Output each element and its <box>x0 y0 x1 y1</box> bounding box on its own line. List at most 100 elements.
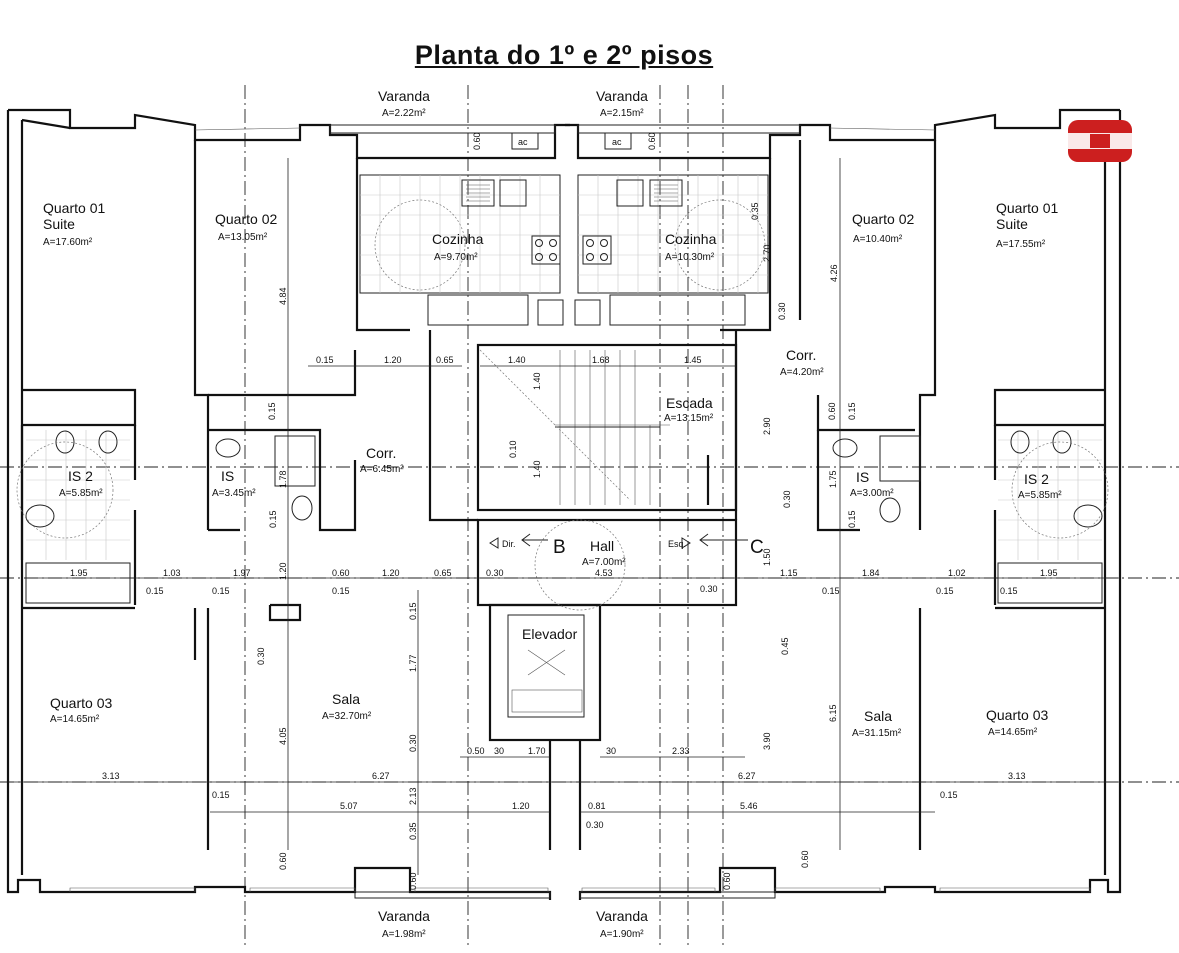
room-name-is2-l: IS 2 <box>68 468 93 484</box>
ac-label-right: ac <box>612 137 622 147</box>
ac-label-left: ac <box>518 137 528 147</box>
dim-text: 0.15 <box>212 790 230 800</box>
room-area-varanda-tl: A=2.22m² <box>382 108 426 119</box>
room-name-is-r: IS <box>856 469 869 485</box>
dim-text: 0.81 <box>588 801 606 811</box>
room-name-cozinha-l: Cozinha <box>432 231 484 247</box>
dim-text: 1.95 <box>70 568 88 578</box>
room-area-is-r: A=3.00m² <box>850 488 894 499</box>
room-name-sala-l: Sala <box>332 691 360 707</box>
dim-text: 2.90 <box>762 417 772 435</box>
dimension-lines <box>8 158 1120 875</box>
dim-text: 0.15 <box>212 586 230 596</box>
dim-text: 2.33 <box>672 746 690 756</box>
dim-text: 3.90 <box>762 732 772 750</box>
room-area-varanda-tr: A=2.15m² <box>600 108 644 119</box>
room-area-cozinha-l: A=9.70m² <box>434 252 478 263</box>
windows <box>69 127 1091 892</box>
dim-text: 0.15 <box>267 402 277 420</box>
dim-text: 0.60 <box>408 872 418 890</box>
dim-text: 0.65 <box>436 355 454 365</box>
direction-arrow-icons <box>489 537 691 549</box>
dim-text: 1.50 <box>762 548 772 566</box>
dim-text: 0.30 <box>700 584 718 594</box>
dim-text: 0.60 <box>278 852 288 870</box>
dim-text: 6.15 <box>828 704 838 722</box>
tile-grid <box>26 175 1102 560</box>
dim-text: 0.15 <box>268 510 278 528</box>
room-area-quarto02-l: A=13.05m² <box>218 232 268 243</box>
dim-text: 1.20 <box>278 562 288 580</box>
dim-text: 0.30 <box>408 734 418 752</box>
dim-text: 5.46 <box>740 801 758 811</box>
dim-text: 1.78 <box>278 470 288 488</box>
dim-text: 6.27 <box>372 771 390 781</box>
dim-text: 0.15 <box>847 402 857 420</box>
dim-text: 1.20 <box>384 355 402 365</box>
dim-text: 1.70 <box>528 746 546 756</box>
room-area-cozinha-r: A=10.30m² <box>665 252 715 263</box>
dim-text: 1.15 <box>780 568 798 578</box>
dir-label: Dir. <box>502 539 516 549</box>
brand-logo <box>1068 120 1132 162</box>
dim-text: 30 <box>494 746 504 756</box>
room-name-is-l: IS <box>221 468 234 484</box>
room-name-cozinha-r: Cozinha <box>665 231 717 247</box>
dim-text: 0.30 <box>486 568 504 578</box>
room-name-quarto03-r: Quarto 03 <box>986 707 1048 723</box>
dim-text: 0.65 <box>434 568 452 578</box>
room-name-corr-l: Corr. <box>366 445 396 461</box>
dim-text: 0.30 <box>586 820 604 830</box>
dim-text: 30 <box>606 746 616 756</box>
room-area-quarto03-l: A=14.65m² <box>50 714 100 725</box>
dim-text: 1.45 <box>684 355 702 365</box>
dim-text: 1.95 <box>1040 568 1058 578</box>
room-area-sala-r: A=31.15m² <box>852 728 902 739</box>
dim-text: 1.40 <box>532 372 542 390</box>
dim-text: 1.02 <box>948 568 966 578</box>
room-labels: Varanda A=2.22m² Varanda A=2.15m² Quarto… <box>43 88 1062 940</box>
dim-text: 0.45 <box>780 637 790 655</box>
room-area-varanda-br: A=1.90m² <box>600 929 644 940</box>
dimension-texts: 0.60 0.60 0.35 2.70 4.26 4.84 0.30 0.15 … <box>70 132 1058 890</box>
dim-text: 0.60 <box>722 872 732 890</box>
dim-text: 1.75 <box>828 470 838 488</box>
dim-text: 0.60 <box>647 132 657 150</box>
dim-text: 0.60 <box>332 568 350 578</box>
room-area-corr-l: A=6.45m² <box>360 464 404 475</box>
room-name-elevador: Elevador <box>522 626 578 642</box>
room-area-corr-r: A=4.20m² <box>780 367 824 378</box>
room-name-varanda-tl: Varanda <box>378 88 430 104</box>
room-name-quarto02-r: Quarto 02 <box>852 211 914 227</box>
dim-text: 0.10 <box>508 440 518 458</box>
room-name-varanda-br: Varanda <box>596 908 648 924</box>
dim-text: 0.50 <box>467 746 485 756</box>
room-name-varanda-bl: Varanda <box>378 908 430 924</box>
dim-text: 2.70 <box>762 244 772 262</box>
dim-text: 2.13 <box>408 787 418 805</box>
dim-text: 1.68 <box>592 355 610 365</box>
room-name-varanda-tr: Varanda <box>596 88 648 104</box>
room-sub-quarto01-r: Suite <box>996 216 1028 232</box>
dim-text: 0.30 <box>256 647 266 665</box>
room-area-varanda-bl: A=1.98m² <box>382 929 426 940</box>
dim-text: 0.15 <box>847 510 857 528</box>
room-area-sala-l: A=32.70m² <box>322 711 372 722</box>
dim-text: 3.13 <box>1008 771 1026 781</box>
fixtures <box>16 132 1109 713</box>
dim-text: 4.53 <box>595 568 613 578</box>
dim-text: 1.77 <box>408 654 418 672</box>
dim-text: 0.60 <box>827 402 837 420</box>
room-name-sala-r: Sala <box>864 708 892 724</box>
interior-walls <box>20 140 1105 850</box>
room-name-quarto01-r: Quarto 01 <box>996 200 1058 216</box>
room-name-quarto02-l: Quarto 02 <box>215 211 277 227</box>
dim-text: 1.20 <box>382 568 400 578</box>
dim-text: 0.15 <box>940 790 958 800</box>
dim-text: 0.15 <box>408 602 418 620</box>
dim-text: 0.60 <box>800 850 810 868</box>
room-name-quarto01-l: Quarto 01 <box>43 200 105 216</box>
plan-title: Planta do 1º e 2º pisos <box>414 40 714 70</box>
esq-label: Esq. <box>668 539 686 549</box>
